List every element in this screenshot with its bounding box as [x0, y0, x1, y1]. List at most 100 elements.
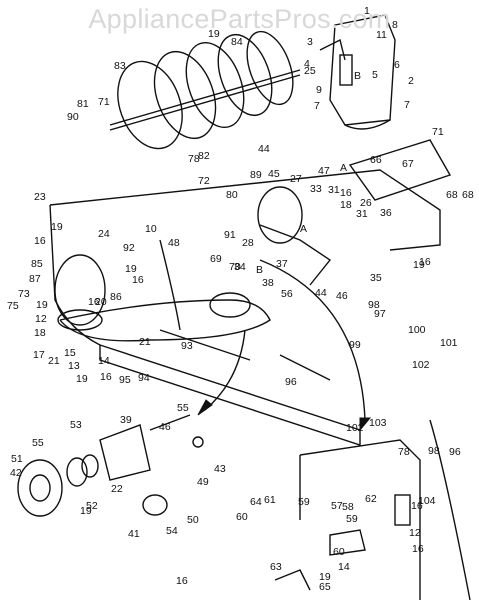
callout-label: 64 — [250, 496, 262, 508]
callout-label: 2 — [408, 75, 414, 87]
callout-label: 45 — [268, 168, 280, 180]
callout-label: 50 — [187, 514, 199, 526]
callout-label: 89 — [250, 169, 262, 181]
callout-label: 11 — [376, 29, 387, 41]
callout-label: 82 — [198, 150, 210, 162]
callout-label: 16 — [340, 187, 352, 199]
auger-housing — [49, 169, 441, 346]
callout-label: 91 — [224, 229, 236, 241]
callout-label: 56 — [281, 288, 293, 300]
callout-label: 97 — [374, 308, 386, 320]
callout-label: 10 — [145, 223, 157, 235]
callout-label: 72 — [198, 175, 210, 187]
callout-label: 101 — [440, 337, 458, 349]
control-handle — [274, 419, 471, 601]
callout-label: A — [340, 162, 347, 174]
callout-label: 17 — [33, 349, 45, 361]
callout-label: 16 — [88, 296, 100, 308]
callout-label: 24 — [98, 228, 110, 240]
callout-label: B — [354, 70, 361, 82]
callout-label: 44 — [258, 143, 270, 155]
callout-label: 67 — [402, 158, 414, 170]
callout-label: 60 — [333, 546, 345, 558]
callout-label: 43 — [214, 463, 226, 475]
callout-label: 49 — [197, 476, 209, 488]
callout-label: 100 — [408, 324, 426, 336]
callout-label: 96 — [285, 376, 297, 388]
callout-label: 98 — [428, 445, 440, 457]
callout-label: 19 — [76, 373, 88, 385]
callout-label: 90 — [67, 111, 79, 123]
callout-label: 58 — [342, 501, 354, 513]
callout-label: 44 — [315, 287, 327, 299]
callout-label: 34 — [234, 261, 246, 273]
callout-label: 20 — [95, 296, 107, 308]
callout-label: 16 — [411, 500, 423, 512]
callout-label: 21 — [139, 336, 151, 348]
callout-label: 53 — [70, 419, 82, 431]
callout-label: 55 — [32, 437, 44, 449]
callout-label: 96 — [449, 446, 461, 458]
callout-label: 23 — [34, 191, 46, 203]
callout-label: 81 — [77, 98, 89, 110]
callout-label: 46 — [159, 421, 171, 433]
callout-label: 103 — [369, 417, 387, 429]
callout-label: 1 — [364, 5, 370, 17]
callout-labels: 1 2 3 4 5 6 7 7 8 9 10 11 12 12 13 14 14… — [7, 5, 474, 593]
callout-label: 36 — [380, 207, 392, 219]
callout-label: 59 — [346, 513, 358, 525]
callout-label: 87 — [29, 273, 41, 285]
callout-label: 73 — [18, 288, 30, 300]
callout-label: 19 — [36, 299, 48, 311]
callout-label: 8 — [392, 19, 398, 31]
callout-label: 60 — [236, 511, 248, 523]
callout-label: 7 — [404, 99, 410, 111]
callout-label: 18 — [34, 327, 46, 339]
callout-label: 27 — [290, 173, 302, 185]
callout-label: 16 — [100, 371, 112, 383]
callout-label: 68 — [462, 189, 474, 201]
leader-arrows — [197, 259, 372, 432]
watermark: AppliancePartsPros.com — [88, 4, 391, 34]
callout-label: 62 — [365, 493, 377, 505]
callout-label: 65 — [319, 581, 331, 593]
callout-label: 19 — [319, 571, 331, 583]
callout-label: 61 — [264, 494, 276, 506]
callout-label: 57 — [331, 500, 343, 512]
callout-label: 99 — [349, 339, 361, 351]
callout-label: 5 — [372, 69, 378, 81]
callout-label: 12 — [409, 527, 421, 539]
callout-label: 16 — [132, 274, 144, 286]
callout-label: 102 — [412, 359, 430, 371]
callout-label: 94 — [138, 372, 150, 384]
callout-label: 4 — [304, 58, 310, 70]
callout-label: 19 — [80, 505, 92, 517]
callout-label: 3 — [307, 36, 313, 48]
callout-label: 18 — [340, 199, 352, 211]
callout-label: 13 — [68, 360, 80, 372]
callout-label: 71 — [98, 96, 110, 108]
callout-label: 78 — [188, 153, 200, 165]
callout-label: 31 — [328, 184, 340, 196]
chute-panel — [348, 139, 452, 201]
callout-label: 22 — [111, 483, 123, 495]
callout-label: 68 — [446, 189, 458, 201]
callout-label: 46 — [336, 290, 348, 302]
callout-label: 104 — [418, 495, 436, 507]
callout-label: 14 — [338, 561, 350, 573]
callout-label: 92 — [123, 242, 135, 254]
callout-label: 55 — [177, 402, 189, 414]
callout-label: 35 — [370, 272, 382, 284]
callout-label: 93 — [181, 340, 193, 352]
callout-label: 16 — [176, 575, 188, 587]
callout-label: 21 — [48, 355, 60, 367]
callout-label: 16 — [419, 256, 431, 268]
callout-label: 63 — [270, 561, 282, 573]
callout-label: 70 — [229, 261, 241, 273]
callout-label: 12 — [35, 313, 47, 325]
callout-label: 98 — [368, 299, 380, 311]
callout-label: 16 — [34, 235, 46, 247]
callout-label: 16 — [412, 543, 424, 555]
auger-assembly — [109, 30, 301, 150]
